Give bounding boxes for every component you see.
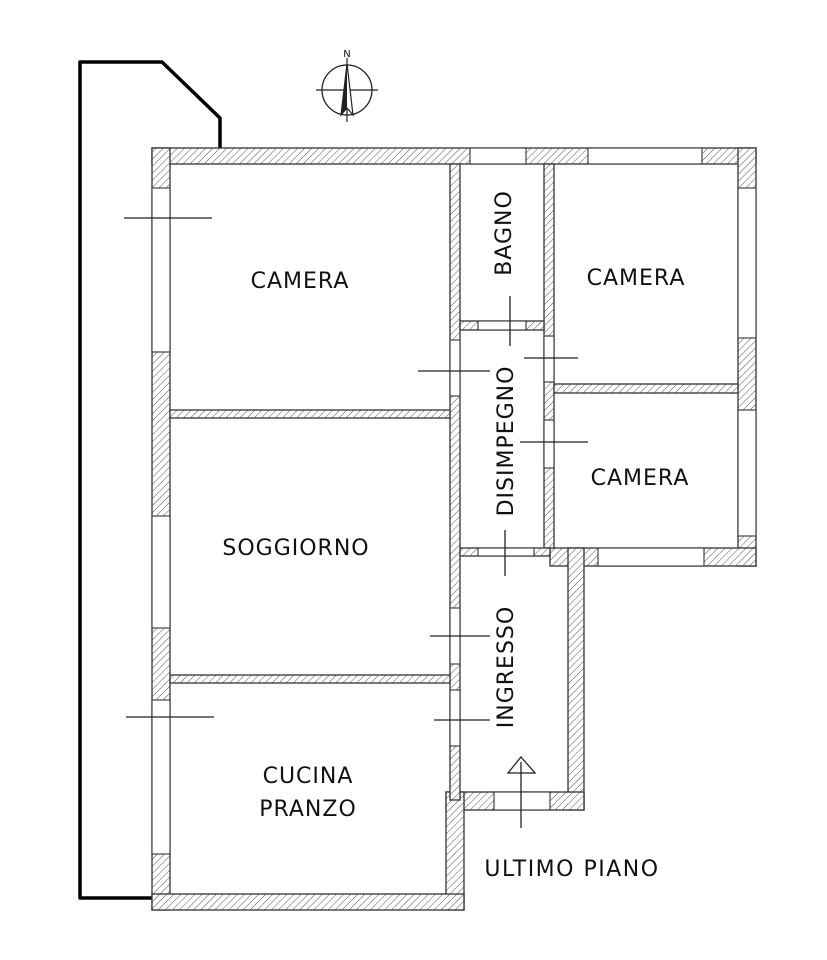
room-labels: CAMERA BAGNO CAMERA DISIMPEGNO CAMERA SO… <box>222 190 690 822</box>
wall-ingresso-right <box>567 547 585 811</box>
door-cucina <box>449 689 461 747</box>
door-camera2 <box>543 335 555 383</box>
room-label-pranzo: PRANZO <box>259 797 357 822</box>
door-marker-lines <box>124 217 588 721</box>
door-camera1 <box>449 339 461 397</box>
room-label-ingresso: INGRESSO <box>494 606 519 728</box>
north-marker-label: N <box>343 49 350 60</box>
entrance-arrow <box>506 755 537 828</box>
room-label-bagno: BAGNO <box>492 190 517 276</box>
room-label-disimpegno: DISIMPEGNO <box>494 366 519 517</box>
room-label-camera-1: CAMERA <box>251 269 350 294</box>
room-label-camera-2: CAMERA <box>587 266 686 291</box>
wall-camera1-soggiorno <box>169 409 451 419</box>
window-bottom-camera3 <box>597 547 705 567</box>
wall-cucina-right <box>445 791 465 911</box>
wall-camera1-right <box>449 163 461 801</box>
door-ingresso <box>477 547 535 557</box>
floor-note: ULTIMO PIANO <box>484 857 659 882</box>
wall-bottom <box>151 893 465 911</box>
wall-soggiorno-cucina <box>169 674 451 684</box>
terrace-outline <box>78 60 222 900</box>
window-right-camera2 <box>737 187 757 339</box>
window-top-bagno <box>469 147 527 165</box>
room-label-cucina: CUCINA <box>263 764 354 789</box>
entrance-door-opening <box>493 791 551 811</box>
room-label-soggiorno: SOGGIORNO <box>222 536 369 561</box>
north-compass-icon: N <box>316 49 378 122</box>
window-left-camera1 <box>151 187 171 353</box>
window-left-soggiorno <box>151 515 171 629</box>
wall-camera2-camera3 <box>553 383 739 394</box>
room-label-camera-3: CAMERA <box>591 466 690 491</box>
door-bagno <box>477 320 527 331</box>
window-left-cucina <box>151 699 171 855</box>
window-top-camera2 <box>587 147 703 165</box>
window-right-camera3 <box>737 409 757 537</box>
door-camera3 <box>543 419 555 469</box>
